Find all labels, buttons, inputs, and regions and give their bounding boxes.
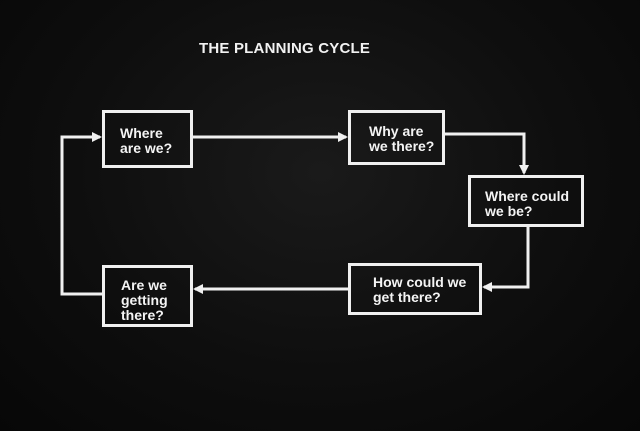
arrow-are-we-getting-there-to-where-are-we	[60, 132, 102, 296]
node-label: Are we getting there?	[121, 277, 168, 323]
diagram-title: THE PLANNING CYCLE	[199, 40, 371, 57]
arrow-where-could-we-be-to-how-could-we-get-there	[482, 227, 530, 292]
node-label: Where could we be?	[485, 188, 570, 219]
arrow-why-are-we-there-to-where-could-we-be	[445, 132, 529, 175]
node-where-could-we-be: Where could we be?	[468, 175, 584, 227]
node-why-are-we-there: Why are we there?	[348, 110, 445, 165]
node-how-could-we-get-there: How could we get there?	[348, 263, 482, 315]
node-label: Why are we there?	[369, 123, 435, 154]
node-label: How could we get there?	[373, 274, 467, 305]
node-are-we-getting-there: Are we getting there?	[102, 265, 193, 327]
node-where-are-we: Where are we?	[102, 110, 193, 168]
node-label: Where are we?	[120, 125, 173, 156]
